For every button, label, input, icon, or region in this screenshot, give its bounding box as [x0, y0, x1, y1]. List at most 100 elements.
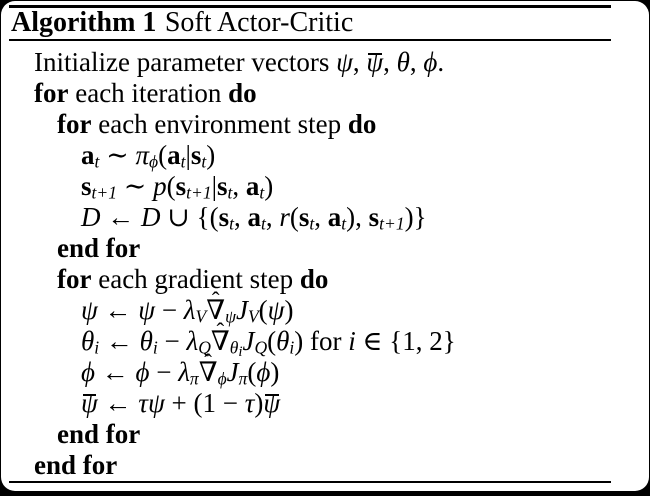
math-token: λ [178, 357, 190, 387]
math-token: end for [57, 419, 141, 449]
math-token: θ [276, 326, 290, 356]
math-token: i [94, 337, 100, 358]
math-token: r [279, 202, 290, 232]
math-token: , [314, 202, 328, 232]
nabla-hat: ˆ∇ [206, 289, 225, 326]
math-token: t [94, 151, 100, 172]
math-token: t [260, 213, 266, 234]
math-token: ← [94, 357, 136, 387]
math-token: each iteration [68, 78, 229, 108]
pseudocode-line-4: at ∼ πϕ(at|st) [1, 140, 649, 172]
math-token: ψ [336, 47, 353, 77]
math-token: | [185, 140, 191, 170]
math-token: ∇ [198, 357, 218, 387]
math-token: ( [289, 202, 299, 232]
math-token: π [238, 368, 248, 389]
math-token: t [309, 213, 315, 234]
math-token: ) [270, 357, 280, 387]
algorithm-number-label: Algorithm 1 [11, 7, 157, 38]
math-token: ← [100, 202, 141, 232]
math-token: t [341, 213, 347, 234]
math-token: do [228, 78, 257, 108]
math-token: ∈ {1, 2} [355, 326, 456, 356]
bottom-rule [9, 481, 611, 483]
math-token: J [235, 295, 248, 325]
math-token: + (1 − [164, 388, 245, 418]
math-token: )} [404, 202, 427, 232]
math-token: t+1 [186, 182, 212, 203]
math-token: ϕ [135, 357, 150, 387]
math-token: do [299, 264, 329, 294]
math-token: ( [158, 140, 168, 170]
math-token: ← [97, 388, 139, 418]
math-token: a [167, 140, 181, 170]
hat-accent: ˆ [211, 287, 220, 313]
math-token: θ [229, 337, 239, 358]
hat-accent: ˆ [216, 318, 225, 344]
math-token: each environment step [91, 109, 348, 139]
math-token: , [232, 171, 246, 201]
math-token: θ [81, 326, 95, 356]
math-token: Q [254, 337, 268, 358]
math-token: ( [267, 326, 277, 356]
nabla-hat: ˆ∇ [198, 351, 218, 388]
math-token: ( [247, 357, 257, 387]
pseudocode-line-8: for each gradient step do [1, 264, 649, 295]
math-token: θ [396, 47, 410, 77]
math-token: ψ [147, 388, 165, 418]
math-token: each gradient step [91, 264, 300, 294]
math-token: t+1 [91, 182, 117, 203]
math-token: , [233, 202, 248, 232]
math-token: V [195, 306, 207, 327]
math-token: π [135, 140, 150, 170]
math-token: ∼ [99, 140, 136, 170]
math-token: , [352, 47, 367, 77]
pseudocode-line-13: end for [1, 419, 649, 450]
math-token: a [245, 171, 260, 201]
pseudocode-line-5: st+1 ∼ p(st+1|st, at) [1, 171, 649, 203]
pseudocode-line-12: ψ ← τψ + (1 − τ)ψ [1, 388, 649, 419]
math-token: ( [166, 171, 176, 201]
math-token: ∪ {( [160, 202, 219, 232]
math-token: ψ [267, 295, 285, 325]
math-token: . [437, 47, 445, 77]
math-token: s [175, 171, 187, 201]
math-token: , [383, 47, 397, 77]
math-token: , [265, 202, 280, 232]
math-token: i [348, 326, 356, 356]
math-token: ) [294, 326, 304, 356]
pseudocode-line-7: end for [1, 233, 649, 264]
math-token: ψ [263, 388, 281, 418]
nabla-hat: ˆ∇ [211, 320, 230, 357]
math-token: − [157, 326, 187, 356]
math-token: for [34, 78, 69, 108]
math-token: − [149, 357, 179, 387]
math-token: for [303, 326, 349, 356]
math-token: J [242, 326, 255, 356]
math-token: Q [198, 337, 211, 358]
math-token: s [190, 140, 202, 170]
math-token: i [238, 344, 243, 361]
top-rule [9, 5, 611, 8]
math-token: ) [264, 171, 274, 201]
math-token: ψ [138, 295, 156, 325]
math-token: end for [34, 450, 118, 480]
math-token: τ [138, 388, 148, 418]
math-token: s [368, 202, 380, 232]
math-token: τ [244, 388, 255, 418]
math-token: , [355, 202, 369, 232]
pseudocode-line-3: for each environment step do [1, 109, 649, 140]
math-token: | [211, 171, 217, 201]
math-token: ψ [225, 306, 236, 327]
math-token: ψ [81, 388, 98, 418]
math-token: ϕ [149, 151, 159, 172]
math-token: t [201, 151, 207, 172]
math-token: ∼ [116, 171, 154, 201]
math-token: ) [284, 295, 294, 325]
math-token: t [180, 151, 186, 172]
math-token: for [57, 109, 92, 139]
math-token: do [347, 109, 377, 139]
math-token: Initialize parameter vectors [34, 47, 337, 77]
